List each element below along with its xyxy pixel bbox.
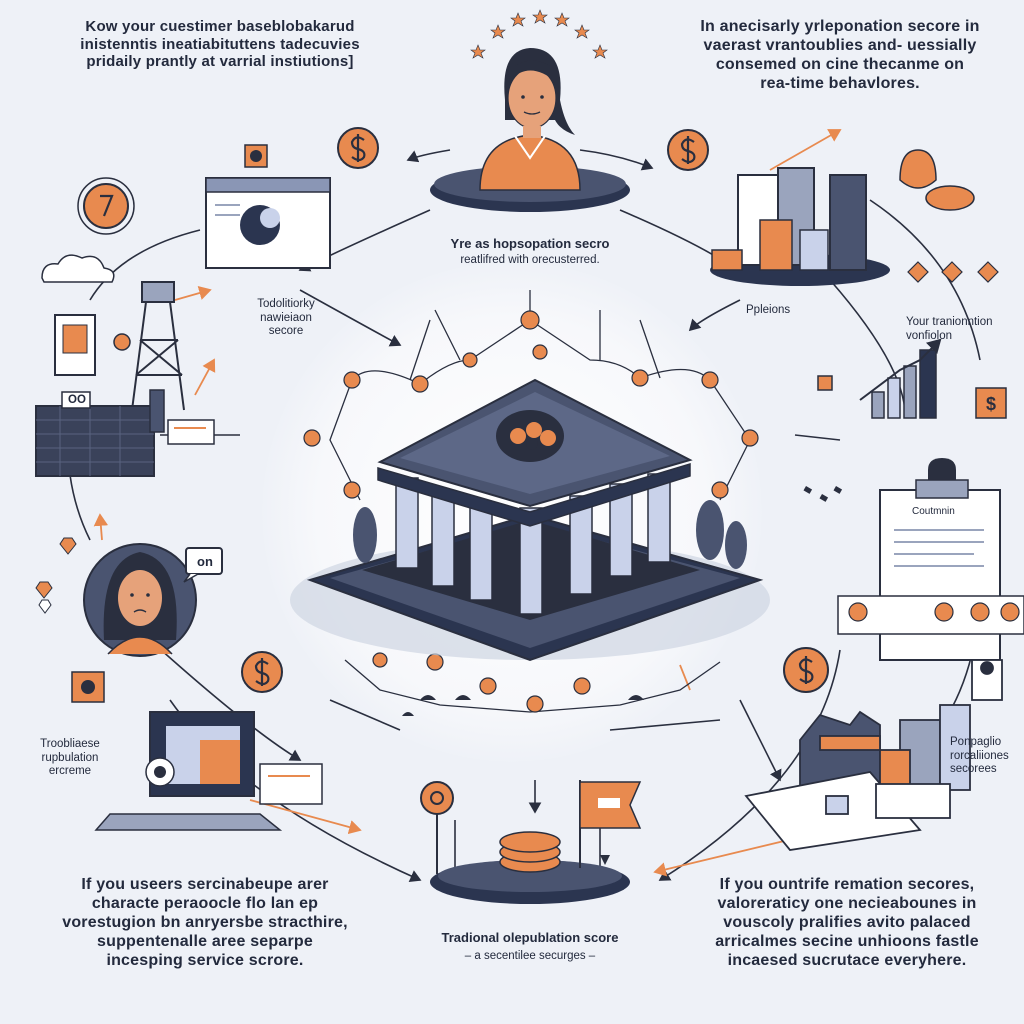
computer-icon (94, 711, 323, 831)
right-mid-label: Your tranionntion vonfiolon (906, 316, 993, 342)
center-caption-sub: reatlifred with orecusterred. (460, 254, 600, 266)
left-lower-label: Troobliaese rupbulation ercreme (40, 738, 100, 778)
woman-avatar (71, 543, 223, 703)
bottom-coin-platform (420, 780, 642, 904)
bottom-right-paragraph: If you ountrife remation secores, valore… (715, 876, 979, 969)
top-left-paragraph: Kow your cuestimer baseblobakarud iniste… (80, 18, 360, 71)
dollar-tag-label: $ (986, 394, 996, 414)
bottom-center-title: Tradional olepublation score (441, 930, 619, 945)
cloud-icon (41, 254, 115, 283)
speech-bubble-text: on (197, 554, 213, 569)
growth-chart-icon (817, 338, 1007, 419)
small-diamond-row (907, 261, 999, 283)
center-caption-title: Yre as hopsopation secro (450, 236, 610, 251)
small-dome-icons (402, 695, 644, 716)
bottom-center-subtitle: – a secentilee securges – (464, 950, 596, 962)
network-node-icons (303, 310, 759, 713)
right-upper-label: Ppleions (746, 304, 791, 316)
rating-stars (470, 9, 608, 59)
bank-building (290, 378, 770, 662)
right-lower-label: Ponpaglio rorcaliiones secorees (950, 736, 1009, 776)
document-title: Coutmnin (912, 506, 955, 517)
top-person (430, 48, 630, 212)
tower-icon (131, 281, 185, 411)
clipboard-document (837, 458, 1024, 661)
window-tag-text: OO (68, 394, 86, 406)
diamond-icons (35, 537, 77, 614)
left-upper-label: Todolitiorky nawieiaon secore (257, 298, 315, 338)
clock-ring (77, 177, 135, 235)
confetti (803, 486, 843, 502)
top-right-paragraph: In anecisarly yrleponation secore in vae… (700, 18, 980, 92)
left-brick-wall (35, 314, 215, 477)
city-skyline-bottom (744, 659, 1003, 851)
city-skyline-top (710, 149, 975, 286)
bottom-left-paragraph: If you useers sercinabeupe arer characte… (62, 876, 348, 969)
browser-window (205, 144, 331, 269)
